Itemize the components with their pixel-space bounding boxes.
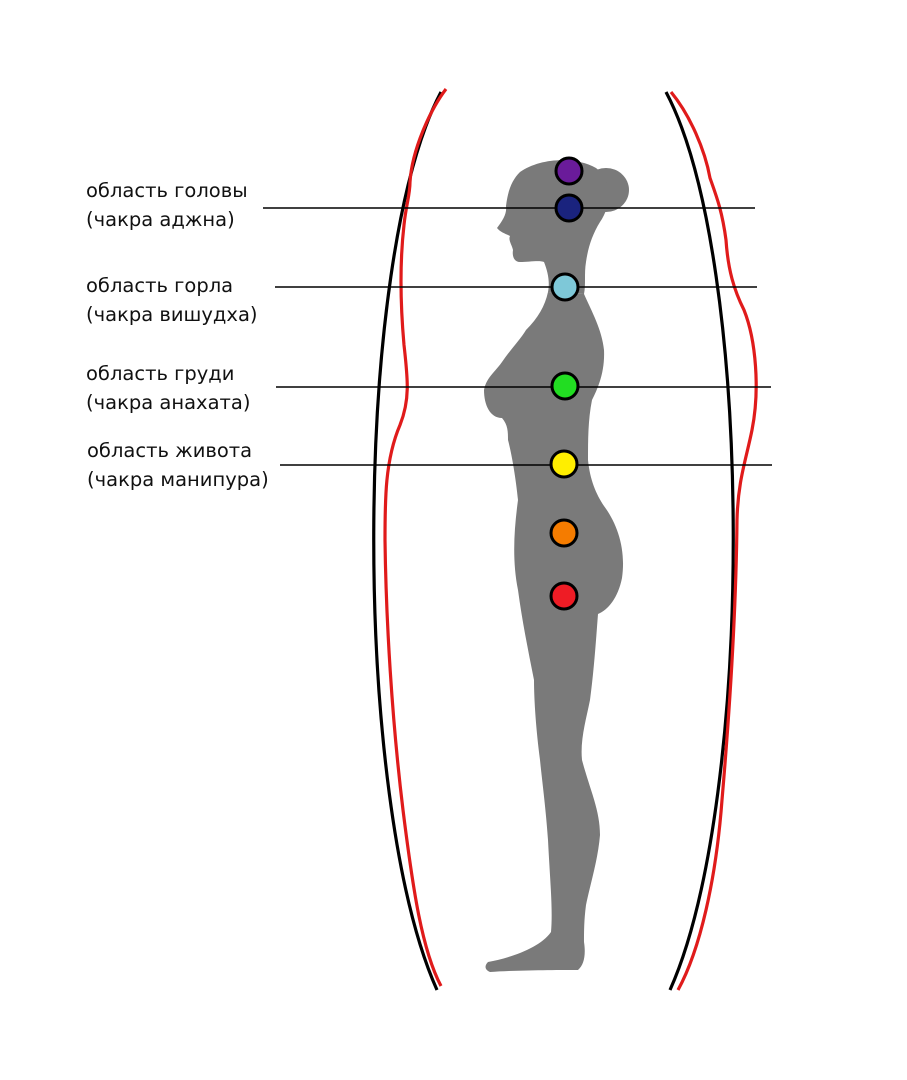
chakra-solar-plexus-circle [549,449,579,479]
chakra-root-circle [549,581,579,611]
aura-outline-left [372,91,443,991]
chakra-throat-circle [550,272,580,302]
label-belly-region: область живота [87,439,253,462]
label-throat-region: область горла [86,274,234,297]
label-chest-chakra: (чакра анахата) [86,391,251,414]
label-head: область головы (чакра аджна) [86,176,248,234]
aura-distorted-left [383,88,448,987]
label-chest: область груди (чакра анахата) [86,359,250,417]
label-head-region: область головы [86,179,248,202]
label-belly: область живота (чакра манипура) [87,436,269,494]
chakra-sacral-circle [549,518,579,548]
chakra-third-eye-circle [554,193,584,223]
aura-outline-right [664,91,735,991]
chakra-crown-circle [554,156,584,186]
label-throat: область горла (чакра вишудха) [86,271,258,329]
chakra-heart-circle [550,371,580,401]
label-throat-chakra: (чакра вишудха) [86,303,258,326]
aura-distorted-right [669,90,758,991]
label-chest-region: область груди [86,362,235,385]
body-silhouette [484,160,629,972]
label-head-chakra: (чакра аджна) [86,208,235,231]
label-belly-chakra: (чакра манипура) [87,468,269,491]
